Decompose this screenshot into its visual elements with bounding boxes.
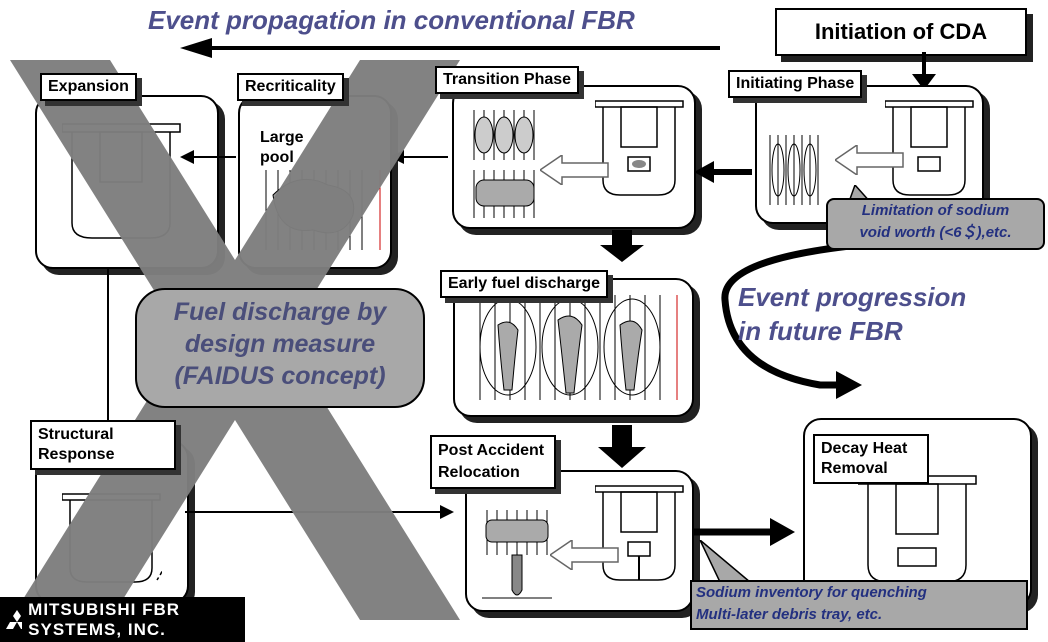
event-progression-line2: in future FBR xyxy=(738,316,903,346)
sodium-void-line1: Limitation of sodium xyxy=(861,202,1010,219)
early-discharge-icon xyxy=(479,295,678,400)
sodium-void-line2: void worth (<6＄),etc. xyxy=(859,224,1012,241)
recriticality-label: Recriticality xyxy=(237,73,344,101)
reactor-vessel-icon xyxy=(595,485,684,581)
sodium-inventory-line2: Multi-later debris tray, etc. xyxy=(696,606,883,623)
mitsubishi-diamond-icon xyxy=(6,609,23,629)
initiation-down-arrow xyxy=(912,52,936,90)
structural-label: Structural Response xyxy=(30,420,176,470)
company-name: MITSUBISHI FBR SYSTEMS, INC. xyxy=(28,599,181,639)
white-left-arrow xyxy=(550,540,619,570)
fuel-discharge-callout: Fuel discharge by design measure (FAIDUS… xyxy=(135,288,425,408)
fuel-pool-icon xyxy=(473,170,535,218)
decay-heat-label: Decay Heat Removal xyxy=(813,434,929,484)
initiation-box: Initiation of CDA xyxy=(775,8,1027,56)
large-pool-label: Large pool xyxy=(260,129,304,166)
fuel-pins-icon xyxy=(473,110,535,160)
expansion-label: Expansion xyxy=(40,73,137,101)
initiating-label: Initiating Phase xyxy=(728,70,863,98)
callout-pointer xyxy=(699,540,753,583)
event-progression-text: Event progression in future FBR xyxy=(738,280,966,348)
sodium-inventory-callout: Sodium inventory for quenching Multi-lat… xyxy=(690,580,1028,630)
debris-tray-icon xyxy=(482,510,552,599)
early-discharge-label: Early fuel discharge xyxy=(440,270,609,298)
fuel-discharge-line3: (FAIDUS concept) xyxy=(174,362,386,390)
fuel-discharge-line2: design measure xyxy=(184,330,376,358)
fuel-pins-icon xyxy=(769,135,819,205)
company-logo: MITSUBISHI FBR SYSTEMS, INC. xyxy=(0,597,245,642)
reactor-vessel-icon xyxy=(595,100,684,196)
transition-label: Transition Phase xyxy=(435,66,580,94)
sodium-void-callout: Limitation of sodium void worth (<6＄),et… xyxy=(826,198,1045,250)
post-accident-label: Post Accident Relocation xyxy=(430,435,556,489)
conventional-direction-arrow xyxy=(180,38,720,58)
conventional-title: Event propagation in conventional FBR xyxy=(148,5,635,35)
fuel-discharge-line1: Fuel discharge by xyxy=(173,298,387,326)
event-progression-line1: Event progression xyxy=(738,282,967,312)
sodium-inventory-line1: Sodium inventory for quenching xyxy=(696,584,927,601)
white-left-arrow xyxy=(835,145,904,175)
initiation-label: Initiation of CDA xyxy=(814,19,988,44)
reactor-vessel-icon xyxy=(885,100,974,196)
white-left-arrow xyxy=(540,155,609,185)
